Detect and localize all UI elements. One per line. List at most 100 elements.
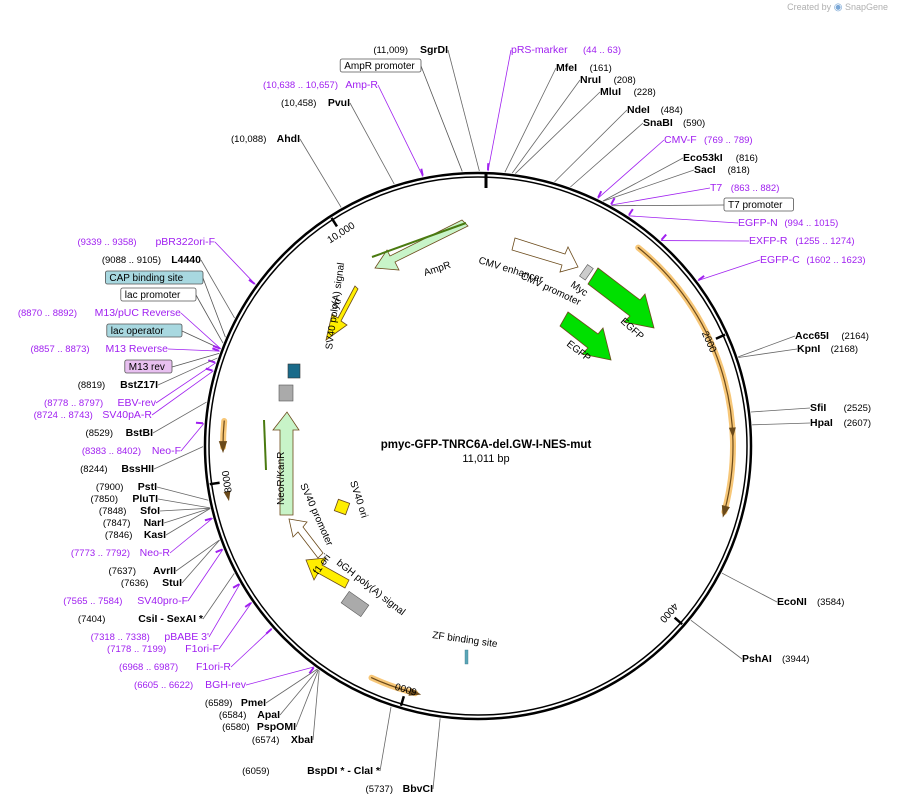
label-name: L4440 (171, 254, 201, 266)
leader-line (208, 583, 241, 638)
label-feature[interactable]: AmpR promoter (339, 58, 422, 73)
label-name: SnaBI (643, 117, 673, 129)
orf-arrowhead (218, 441, 228, 454)
label-coord: (8724 .. 8743) (34, 410, 93, 421)
label-feature[interactable]: CAP binding site (105, 270, 204, 285)
label-site[interactable]: BspDI * - ClaI *(6059) (242, 765, 381, 777)
label-site[interactable]: Acc65I(2164) (795, 330, 869, 342)
label-site[interactable]: EcoNI(3584) (777, 596, 844, 608)
label-name: EcoNI (777, 596, 807, 608)
feature-sv40-polya[interactable]: SV40 poly(A) signal (278, 262, 347, 402)
label-site[interactable]: BssHII(8244) (80, 463, 154, 475)
label-site[interactable]: AhdI(10,088) (231, 133, 300, 145)
label-feature[interactable]: M13 rev (124, 359, 173, 374)
label-site[interactable]: SfiI(2525) (810, 402, 871, 414)
label-name: KpnI (797, 343, 820, 355)
label-site[interactable]: SgrDI(11,009) (373, 44, 448, 56)
label-site[interactable]: NdeI(484) (627, 104, 683, 116)
label-site[interactable]: MfeI(161) (556, 62, 612, 74)
label-primer[interactable]: Neo-R(7773 .. 7792) (71, 547, 171, 559)
feature-cmv-enhancer[interactable]: CMV enhancer CMV promoter (477, 237, 583, 308)
label-site[interactable]: NarI(7847) (103, 517, 164, 529)
tick-mark (209, 481, 220, 486)
label-primer[interactable]: F1ori-F(7178 .. 7199) (107, 643, 219, 655)
label-site[interactable]: AvrII(7637) (109, 565, 177, 577)
label-primer[interactable]: pBR322ori-F(9339 .. 9358) (77, 236, 215, 248)
label-coord: (7404) (78, 614, 105, 625)
leader-line (195, 294, 224, 344)
orf-arrowhead (223, 490, 231, 502)
label-coord: (11,009) (373, 45, 408, 56)
label-site[interactable]: PmeI(6589) (205, 697, 266, 709)
label-primer[interactable]: Amp-R(10,638 .. 10,657) (263, 79, 378, 91)
label-primer[interactable]: EGFP-N(994 .. 1015) (738, 217, 838, 229)
label-feature[interactable]: T7 promoter (723, 197, 794, 212)
label-name: BstZ17I (120, 379, 158, 391)
label-coord: (7900) (96, 482, 123, 493)
label-site[interactable]: XbaI(6574) (252, 734, 313, 746)
label-site[interactable]: ApaI(6584) (219, 709, 280, 721)
label-site[interactable]: PstI(7900) (96, 481, 157, 493)
feature-egfp-inner[interactable]: EGFP (559, 311, 612, 364)
label-site[interactable]: CsiI - SexAI *(7404) (78, 613, 204, 625)
label-site[interactable]: PvuI(10,458) (281, 97, 350, 109)
label-primer[interactable]: M13/pUC Reverse(8870 .. 8892) (18, 307, 181, 319)
label-site[interactable]: BstZ17I(8819) (78, 379, 158, 391)
label-primer[interactable]: T7(863 .. 882) (710, 182, 779, 194)
label-site[interactable]: PshAI(3944) (742, 653, 809, 665)
label-coord: (10,088) (231, 134, 266, 145)
leader-line (200, 259, 235, 319)
label-coord: (1602 .. 1623) (806, 255, 865, 266)
label-site[interactable]: BstBI(8529) (86, 427, 154, 439)
label-site[interactable]: SfoI(7848) (99, 505, 160, 517)
label-site[interactable]: KasI(7846) (105, 529, 166, 541)
primer-mark (212, 345, 221, 350)
label-site[interactable]: HpaI(2607) (810, 417, 871, 429)
label-primer[interactable]: F1ori-R(6968 .. 6987) (119, 661, 231, 673)
label-coord: (7637) (109, 566, 136, 577)
label-primer[interactable]: CMV-F(769 .. 789) (664, 134, 753, 146)
label-primer[interactable]: EGFP-C(1602 .. 1623) (760, 254, 866, 266)
label-site[interactable]: Eco53kI(816) (683, 152, 758, 164)
label-site[interactable]: PluTI(7850) (91, 493, 159, 505)
feature-sv40-promoter[interactable]: SV40 promoter (288, 482, 335, 559)
label-name: PluTI (132, 493, 158, 505)
label-site[interactable]: L4440(9088 .. 9105) (102, 254, 201, 266)
label-primer[interactable]: pBABE 3'(7318 .. 7338) (91, 631, 209, 643)
feature-neor[interactable]: NeoR/KanR (263, 411, 300, 516)
label-primer[interactable]: M13 Reverse(8857 .. 8873) (30, 343, 168, 355)
label-site[interactable]: PspOMI(6580) (222, 721, 296, 733)
feature-sv40-ori[interactable]: SV40 ori (333, 480, 369, 520)
label-feature[interactable]: lac operator (106, 323, 183, 338)
label-coord: (994 .. 1015) (784, 218, 838, 229)
label-primer[interactable]: EXFP-R(1255 .. 1274) (749, 235, 855, 247)
label-primer[interactable]: pRS-marker(44 .. 63) (511, 44, 621, 56)
label-primer[interactable]: SV40pA-R(8724 .. 8743) (34, 409, 153, 421)
feature-zf-binding[interactable]: ZF binding site (432, 630, 499, 665)
label-primer[interactable]: BGH-rev(6605 .. 6622) (134, 679, 247, 691)
label-coord: (769 .. 789) (704, 135, 753, 146)
leader-line (180, 312, 222, 350)
label-primer[interactable]: Neo-F(8383 .. 8402) (82, 445, 181, 457)
label-primer[interactable]: EBV-rev(8778 .. 8797) (44, 397, 157, 409)
label-site[interactable]: BbvCI(5737) (366, 783, 434, 795)
feature-ori[interactable]: ori (325, 285, 359, 341)
leader-line (180, 423, 205, 452)
label-site[interactable]: SacI(818) (694, 164, 750, 176)
leader-line (420, 65, 463, 172)
label-feature[interactable]: lac promoter (120, 287, 197, 302)
label-coord: (8870 .. 8892) (18, 308, 77, 319)
label-site[interactable]: SnaBI(590) (643, 117, 705, 129)
leader-line (432, 718, 441, 790)
label-name: Neo-F (152, 445, 181, 457)
label-primer[interactable]: SV40pro-F(7565 .. 7584) (63, 595, 188, 607)
feature-egfp-outer[interactable]: EGFP (587, 267, 655, 343)
label-site[interactable]: StuI(7636) (121, 577, 182, 589)
label-site[interactable]: MluI(228) (600, 86, 656, 98)
label-site[interactable]: NruI(208) (580, 74, 636, 86)
feature-ampr[interactable]: AmpR (371, 219, 469, 279)
leader-line (299, 138, 342, 208)
label-name: EXFP-R (749, 235, 788, 247)
leader-line (157, 498, 211, 509)
label-site[interactable]: KpnI(2168) (797, 343, 858, 355)
